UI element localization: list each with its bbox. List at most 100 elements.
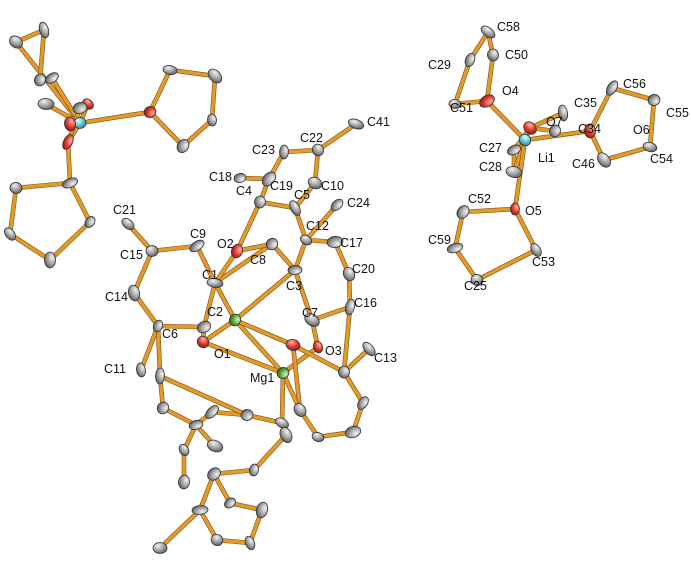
bond-Lt10-Lt11 [148,68,172,114]
label-C51: C51 [450,101,473,115]
atom-Bt17 [224,497,236,509]
atom-Lt6 [37,98,55,110]
atom-Lt18 [44,251,56,269]
label-C56: C56 [623,77,646,91]
bond-Lt18-Lt19 [48,220,92,262]
bond-Lt15-Lt16 [14,181,72,190]
label-O2: O2 [217,237,234,251]
atom-C1 [206,278,224,288]
atom-Lt9 [62,134,74,150]
atom-label-layer: C58 C50 C29 O4 C56 C51 O7 C35 C55 C34 O6… [104,20,689,385]
label-C23: C23 [252,143,275,157]
bond-C8-C1 [213,242,274,285]
label-O1: O1 [214,347,231,361]
bond-C4-C5 [258,200,297,210]
label-C1: C1 [202,268,218,282]
bond-Lt1-Lt10 [78,110,152,125]
bond-B1-O8 [233,318,295,347]
atom-Bt7 [205,405,219,419]
atom-Lt19 [84,216,96,228]
atom-C6 [152,319,164,333]
bond-Lt14-Lt10 [148,110,185,148]
atom-Bt5 [178,443,190,457]
label-C27: C27 [479,141,502,155]
atom-R4 [311,431,325,443]
atom-C18 [233,173,247,183]
atom-R5 [293,403,307,417]
atom-Bt8 [240,409,254,421]
label-C25: C25 [464,279,487,293]
atom-C8 [265,237,279,251]
label-C13: C13 [374,351,397,365]
bond-O3-Mg1 [281,345,320,375]
atom-Bt12 [207,467,221,481]
atom-Bt18 [152,542,168,554]
atom-O8 [285,339,301,351]
label-C58: C58 [497,20,520,34]
atom-O5 [510,202,520,216]
atom-Lt13 [207,113,217,127]
atom-Lt11 [162,65,178,75]
atom-C7 [304,313,320,327]
label-O7: O7 [546,115,563,129]
bond-C16-C7 [310,305,352,322]
atom-C23 [279,144,289,160]
bond-C4-O2 [235,200,262,253]
atom-C56 [605,80,619,96]
bond-C56-C55 [610,86,656,102]
label-O6: O6 [633,123,650,137]
label-C55: C55 [666,106,689,120]
atom-C3 [287,265,303,275]
atom-C29 [464,52,476,68]
atom-C14 [127,284,141,302]
bond-B1-C3 [233,268,297,322]
label-C12: C12 [306,219,329,233]
atom-C55 [647,94,661,106]
atom-C10 [307,176,323,190]
bond-C29-C51 [453,58,472,106]
atom-C15 [145,245,159,257]
atom-Bt2 [156,401,170,415]
bond-C9-C15 [150,244,199,253]
atom-C20 [342,266,356,282]
atom-R1 [338,365,350,379]
label-C14: C14 [105,290,128,304]
label-C22: C22 [300,131,323,145]
bond-Bt2-Bt3 [161,406,198,427]
label-C10: C10 [321,179,344,193]
bond-C55-C54 [648,98,656,149]
atom-Lt8 [64,116,76,132]
atom-Bt13 [191,505,209,515]
atom-Lt12 [207,68,223,84]
label-C24: C24 [347,196,370,210]
bond-C25-C53 [475,248,538,282]
atom-O1 [196,335,210,349]
label-C28: C28 [479,160,502,174]
atom-R3 [344,425,362,439]
label-C2: C2 [207,305,223,319]
atom-Lt4 [34,73,46,87]
atom-C35 [557,104,569,122]
atom-B1 [228,313,242,327]
atom-Bt14 [210,533,224,547]
bond-Lt19-Lt15 [68,181,92,224]
atom-C9 [189,239,205,253]
bond-Lt3-Lt4 [38,28,46,82]
atom-O2 [230,243,244,259]
label-O4: O4 [502,84,519,98]
label-O3: O3 [325,344,342,358]
bond-Bt13-Bt18 [158,508,202,550]
label-C15: C15 [120,248,143,262]
atom-C21 [121,217,135,231]
atom-C22 [311,143,325,157]
atom-Mg1 [276,367,290,379]
atom-C16 [344,298,356,316]
atom-O4 [479,94,495,108]
bond-B1-Mg1 [233,318,285,375]
atom-layer [4,21,661,554]
bond-Lt17-Lt18 [8,232,52,262]
atom-O6 [584,123,596,139]
atom-Bt10 [279,426,293,444]
atom-Bt11 [249,463,259,477]
